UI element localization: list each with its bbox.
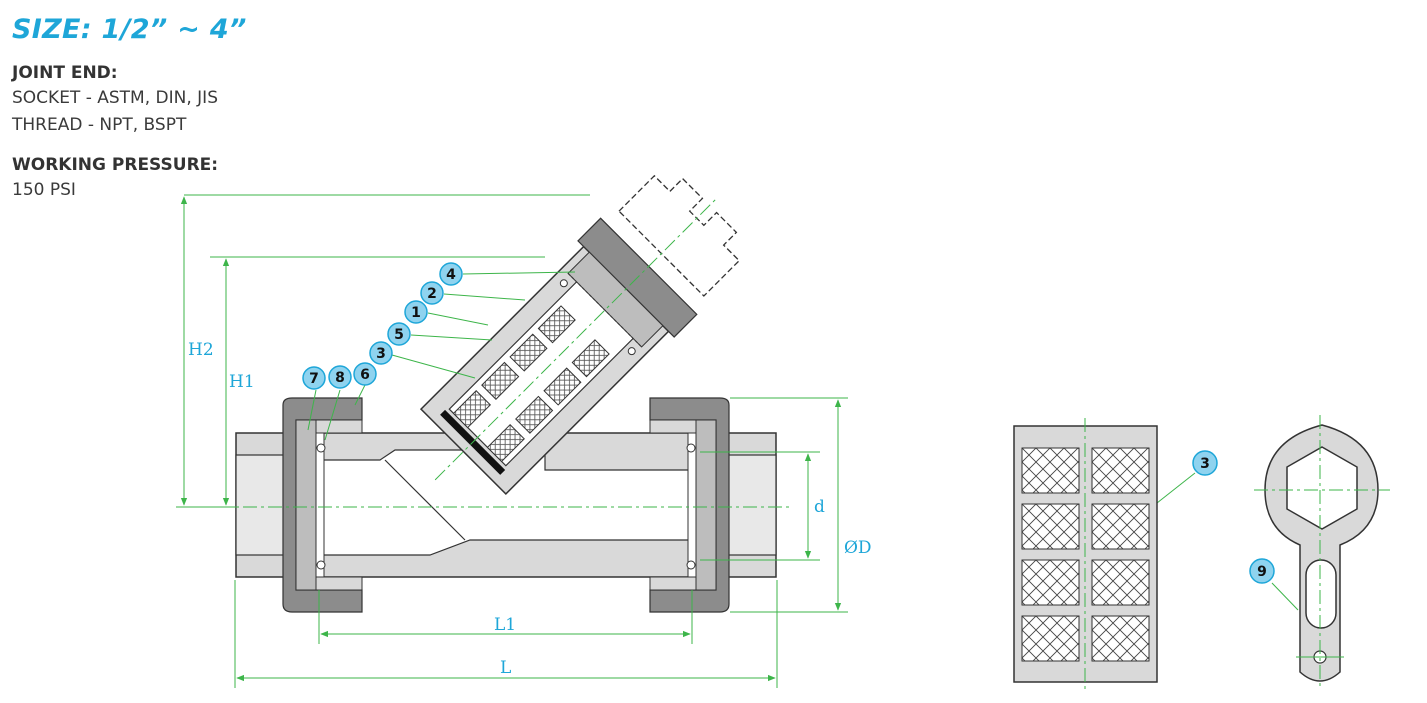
svg-text:7: 7 — [309, 371, 319, 387]
callout-bubble: 8 — [328, 365, 352, 389]
svg-text:1: 1 — [411, 305, 421, 321]
joint-end-socket: SOCKET - ASTM, DIN, JIS — [12, 88, 218, 108]
callout-leaders — [307, 271, 1299, 611]
dim-l1-label: L1 — [494, 615, 516, 635]
callout-bubbles: 4 2 1 5 3 7 8 6 — [302, 262, 1275, 584]
wrench-detail — [1254, 415, 1390, 690]
callout-bubble: 6 — [353, 362, 377, 386]
spec-panel: SIZE: 1/2” ~ 4” JOINT END: SOCKET - ASTM… — [12, 14, 247, 204]
dim-d-label: d — [814, 497, 825, 517]
callout-bubble: 2 — [420, 281, 444, 305]
svg-text:6: 6 — [360, 367, 370, 383]
callout-bubble: 4 — [439, 262, 463, 286]
dim-od-label: ØD — [844, 538, 872, 558]
svg-text:2: 2 — [427, 286, 437, 302]
dim-l-label: L — [500, 658, 511, 678]
callout-bubble: 7 — [302, 366, 326, 390]
svg-text:3: 3 — [1200, 456, 1210, 472]
working-pressure-value: 150 PSI — [12, 180, 76, 200]
callout-bubble: 1 — [404, 300, 428, 324]
callout-bubble: 5 — [387, 322, 411, 346]
svg-text:9: 9 — [1257, 564, 1267, 580]
joint-end-thread: THREAD - NPT, BSPT — [12, 115, 187, 135]
size-heading: SIZE: 1/2” ~ 4” — [12, 14, 247, 45]
valve-body — [218, 174, 790, 613]
svg-text:8: 8 — [335, 370, 345, 386]
callout-bubble: 3 — [1192, 450, 1218, 476]
dimension-labels: H2 H1 d ØD L1 L — [188, 340, 872, 678]
dimension-lines — [176, 194, 848, 688]
joint-end-label: JOINT END: — [12, 63, 118, 83]
svg-text:3: 3 — [376, 346, 386, 362]
svg-text:4: 4 — [446, 267, 456, 283]
svg-text:5: 5 — [394, 327, 404, 343]
callout-bubble: 3 — [369, 341, 393, 365]
callout-bubble: 9 — [1249, 558, 1275, 584]
dim-h1-label: H1 — [229, 372, 255, 392]
working-pressure-label: WORKING PRESSURE: — [12, 155, 219, 175]
dim-h2-label: H2 — [188, 340, 214, 360]
screen-detail — [1013, 418, 1158, 690]
